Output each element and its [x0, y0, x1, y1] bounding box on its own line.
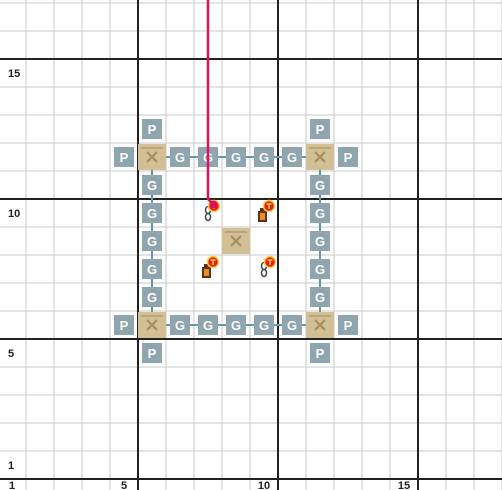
x-axis-label: 15 [398, 480, 410, 490]
gate-tile: G [310, 231, 330, 251]
gate-tile: G [254, 147, 274, 167]
crate-tile [222, 228, 250, 254]
chain-link-bottom [206, 214, 211, 221]
gate-tile-label: G [259, 150, 269, 165]
gate-tile: G [198, 315, 218, 335]
pad-tile-label: P [120, 318, 129, 333]
pad-tile-label: P [120, 150, 129, 165]
pad-tile: P [142, 343, 162, 363]
gate-tile: G [142, 203, 162, 223]
pad-tile: P [142, 119, 162, 139]
gate-tile-label: G [175, 318, 185, 333]
gate-tile: G [310, 259, 330, 279]
gate-tile-label: G [315, 290, 325, 305]
pad-tile-label: P [148, 346, 157, 361]
crate-tile [306, 144, 334, 170]
lantern-glow [204, 269, 209, 276]
gate-tile-label: G [315, 234, 325, 249]
x-axis-label: 5 [121, 480, 127, 490]
gate-tile-label: G [287, 150, 297, 165]
x-axis-label: 1 [9, 480, 15, 490]
gate-tile-label: G [147, 206, 157, 221]
gate-tile: G [310, 175, 330, 195]
gate-tile: G [310, 287, 330, 307]
gate-tile-label: G [315, 206, 325, 221]
gate-tile: G [142, 231, 162, 251]
y-axis-label: 15 [8, 68, 20, 80]
gate-tile: G [282, 315, 302, 335]
pad-tile-label: P [316, 122, 325, 137]
gate-tile: G [282, 147, 302, 167]
y-axis-label: 1 [8, 460, 14, 472]
crate-tile [306, 312, 334, 338]
lantern-icon [202, 257, 219, 279]
gate-tile-label: G [203, 318, 213, 333]
gate-tile-label: G [231, 318, 241, 333]
gate-tile: G [226, 315, 246, 335]
gate-tile-label: G [147, 262, 157, 277]
gate-tile: G [142, 287, 162, 307]
gate-tile-label: G [175, 150, 185, 165]
gate-tile: G [310, 203, 330, 223]
pad-tile: P [310, 343, 330, 363]
pad-tile: P [114, 147, 134, 167]
x-axis-label: 10 [258, 480, 270, 490]
gate-tile: G [142, 259, 162, 279]
gate-tile-label: G [315, 178, 325, 193]
lantern-icon [258, 201, 275, 223]
y-axis-label: 5 [8, 348, 14, 360]
gate-tile-label: G [315, 262, 325, 277]
pad-tile: P [114, 315, 134, 335]
pad-tile-label: P [344, 318, 353, 333]
pad-tile-label: P [316, 346, 325, 361]
chain-icon [262, 257, 276, 277]
y-axis-label: 10 [8, 208, 20, 220]
gate-tile: G [142, 175, 162, 195]
pad-tile: P [338, 315, 358, 335]
gate-tile: G [170, 315, 190, 335]
gate-tile: G [170, 147, 190, 167]
pad-tile-label: P [148, 122, 157, 137]
gate-tile-label: G [259, 318, 269, 333]
gate-tile: G [226, 147, 246, 167]
gate-tile-label: G [147, 178, 157, 193]
gate-tile-label: G [147, 234, 157, 249]
gate-tile-label: G [231, 150, 241, 165]
gate-tile-label: G [287, 318, 297, 333]
lantern-glow [260, 213, 265, 220]
pad-tile-label: P [344, 150, 353, 165]
crate-tile [138, 312, 166, 338]
gate-tile-label: G [147, 290, 157, 305]
path-end-dot [210, 201, 218, 209]
pad-tile: P [338, 147, 358, 167]
chain-link-bottom [262, 270, 267, 277]
pad-tile: P [310, 119, 330, 139]
crate-tile [138, 144, 166, 170]
gate-tile: G [254, 315, 274, 335]
